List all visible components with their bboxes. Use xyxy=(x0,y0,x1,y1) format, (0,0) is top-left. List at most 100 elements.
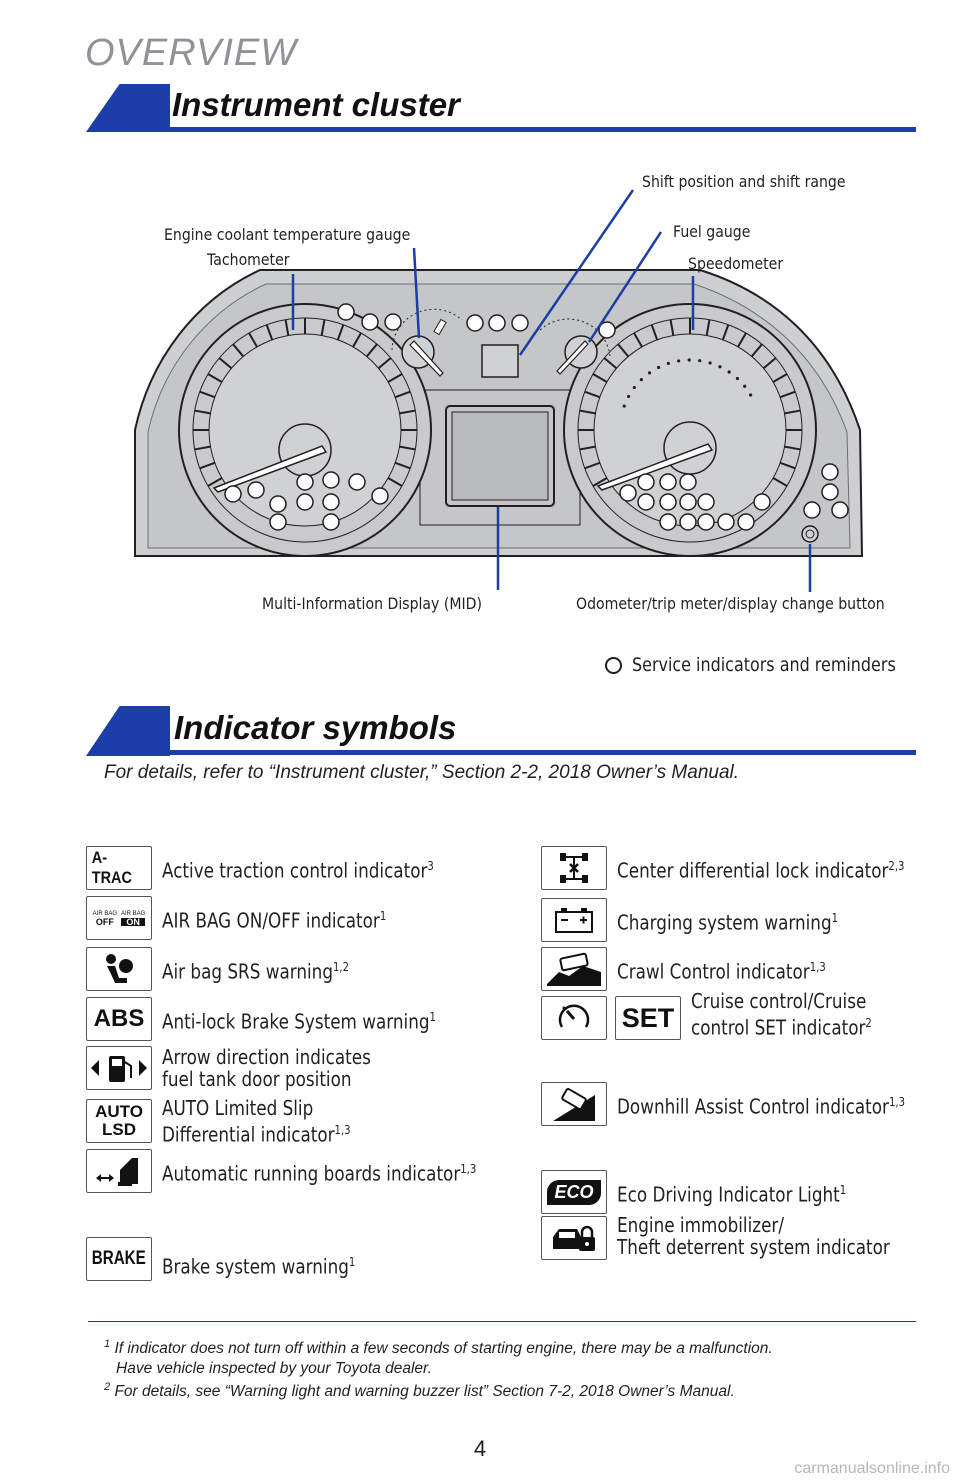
service-indicator-dot xyxy=(659,473,677,491)
indicator-abs: ABS Anti-lock Brake System warning1 xyxy=(86,997,488,1041)
service-indicator-dot xyxy=(322,471,340,489)
car-lock-icon xyxy=(541,1216,607,1260)
downhill-vehicle-icon xyxy=(541,1082,607,1126)
gauge-tick xyxy=(579,409,596,415)
gauge-tick xyxy=(194,409,211,415)
gauge-tick xyxy=(336,324,345,341)
footnote-1: 1 If indicator does not turn off within … xyxy=(104,1338,773,1378)
gauge-tick xyxy=(650,324,659,341)
gauge-tick xyxy=(194,445,211,451)
gauge-tick xyxy=(248,332,258,348)
service-indicator-dot xyxy=(659,513,677,531)
speed-scale-dot xyxy=(666,361,670,366)
gauge-tick xyxy=(320,319,326,336)
service-indicator-dot xyxy=(598,321,616,339)
callout-coolant-gauge: Engine coolant temperature gauge xyxy=(164,225,411,244)
gauge-tick xyxy=(365,343,378,358)
service-indicator-dot xyxy=(679,493,697,511)
service-dot-icon xyxy=(605,656,622,674)
gauge-tick xyxy=(399,409,416,415)
gauge-tick xyxy=(199,461,216,470)
battery-icon xyxy=(541,898,607,942)
gauge-tick xyxy=(762,357,777,370)
gauge-tick xyxy=(772,373,788,383)
gauge-tick xyxy=(603,357,618,370)
indicator-crawl-control: Crawl Control indicator1,3 xyxy=(541,947,866,991)
gauge-tick xyxy=(579,445,596,451)
service-indicator-dot xyxy=(371,487,389,505)
service-legend-label: Service indicators and reminders xyxy=(632,654,896,676)
service-indicator-dot xyxy=(384,313,402,331)
service-indicator-dot xyxy=(659,493,677,511)
footnote-2: 2 For details, see “Warning light and wa… xyxy=(104,1381,735,1401)
gauge-tick xyxy=(592,373,608,383)
gauge-tick xyxy=(265,324,274,341)
gauge-tick xyxy=(669,319,675,336)
indicator-airbag-srs: Air bag SRS warning1,2 xyxy=(86,947,385,991)
service-indicator-dot xyxy=(637,493,655,511)
title-rule-cluster xyxy=(150,127,916,132)
speed-scale-dot xyxy=(735,376,740,381)
abs-icon: ABS xyxy=(86,997,152,1041)
service-indicator-dot xyxy=(466,314,484,332)
service-indicator-dot xyxy=(511,314,529,332)
brake-icon: BRAKE xyxy=(86,1237,152,1281)
crawl-vehicle-icon xyxy=(541,947,607,991)
speed-scale-dot xyxy=(647,371,652,375)
service-indicator-dot xyxy=(488,314,506,332)
gauge-tick xyxy=(352,332,362,348)
speed-scale-dot xyxy=(632,385,636,390)
service-indicator-dot xyxy=(296,473,314,491)
title-tab-cluster xyxy=(86,84,170,132)
indicators-intro: For details, refer to “Instrument cluste… xyxy=(104,762,740,783)
callout-shift-position: Shift position and shift range xyxy=(642,172,846,191)
indicator-eco: ECO Eco Driving Indicator Light1 xyxy=(541,1170,890,1214)
callout-tachometer: Tachometer xyxy=(207,250,290,269)
footnote-rule xyxy=(88,1321,916,1322)
gauge-tick xyxy=(387,477,403,487)
diff-lock-icon xyxy=(541,846,607,890)
speed-scale-dot xyxy=(708,361,712,365)
service-indicator-dot xyxy=(224,485,242,503)
indicator-charging: Charging system warning1 xyxy=(541,898,880,942)
gauge-tick xyxy=(784,445,801,451)
gauge-tick xyxy=(218,357,233,370)
indicator-downhill-assist: Downhill Assist Control indicator1,3 xyxy=(541,1082,960,1126)
service-indicator-dot xyxy=(322,493,340,511)
gauge-tick xyxy=(592,477,608,487)
gauge-tick xyxy=(394,461,411,470)
service-indicator-dot xyxy=(637,473,655,491)
service-indicator-dot xyxy=(697,513,715,531)
indicator-immobilizer: Engine immobilizer/Theft deterrent syste… xyxy=(541,1214,942,1260)
gauge-tick xyxy=(779,390,796,399)
cluster-title: Instrument cluster xyxy=(172,86,460,123)
page-number: 4 xyxy=(473,1436,487,1461)
service-indicator-dot xyxy=(717,513,735,531)
service-indicator-dot xyxy=(831,501,849,519)
instrument-cluster-diagram xyxy=(134,189,864,592)
gauge-tick xyxy=(750,343,763,358)
callout-speedometer: Speedometer xyxy=(688,254,784,273)
speed-scale-dot xyxy=(639,378,643,382)
speed-scale-dot xyxy=(622,404,626,408)
gauge-tick xyxy=(207,477,223,487)
service-indicator-dot xyxy=(337,303,355,321)
service-indicator-dot xyxy=(348,473,366,491)
gauge-tick xyxy=(399,445,416,451)
service-indicator-dot xyxy=(821,483,839,501)
speed-scale-dot xyxy=(698,359,702,363)
gauge-tick xyxy=(199,390,216,399)
service-indicator-dot xyxy=(737,513,755,531)
indicator-brake: BRAKE Brake system warning1 xyxy=(86,1237,392,1281)
running-board-icon xyxy=(86,1149,152,1193)
service-indicator-dot xyxy=(679,473,697,491)
title-tab-indicators xyxy=(86,706,170,756)
gauge-tick xyxy=(705,319,711,336)
watermark: carmanualsonline.info xyxy=(794,1460,950,1477)
service-indicator-dot xyxy=(697,493,715,511)
callout-fuel-gauge: Fuel gauge xyxy=(673,222,751,241)
